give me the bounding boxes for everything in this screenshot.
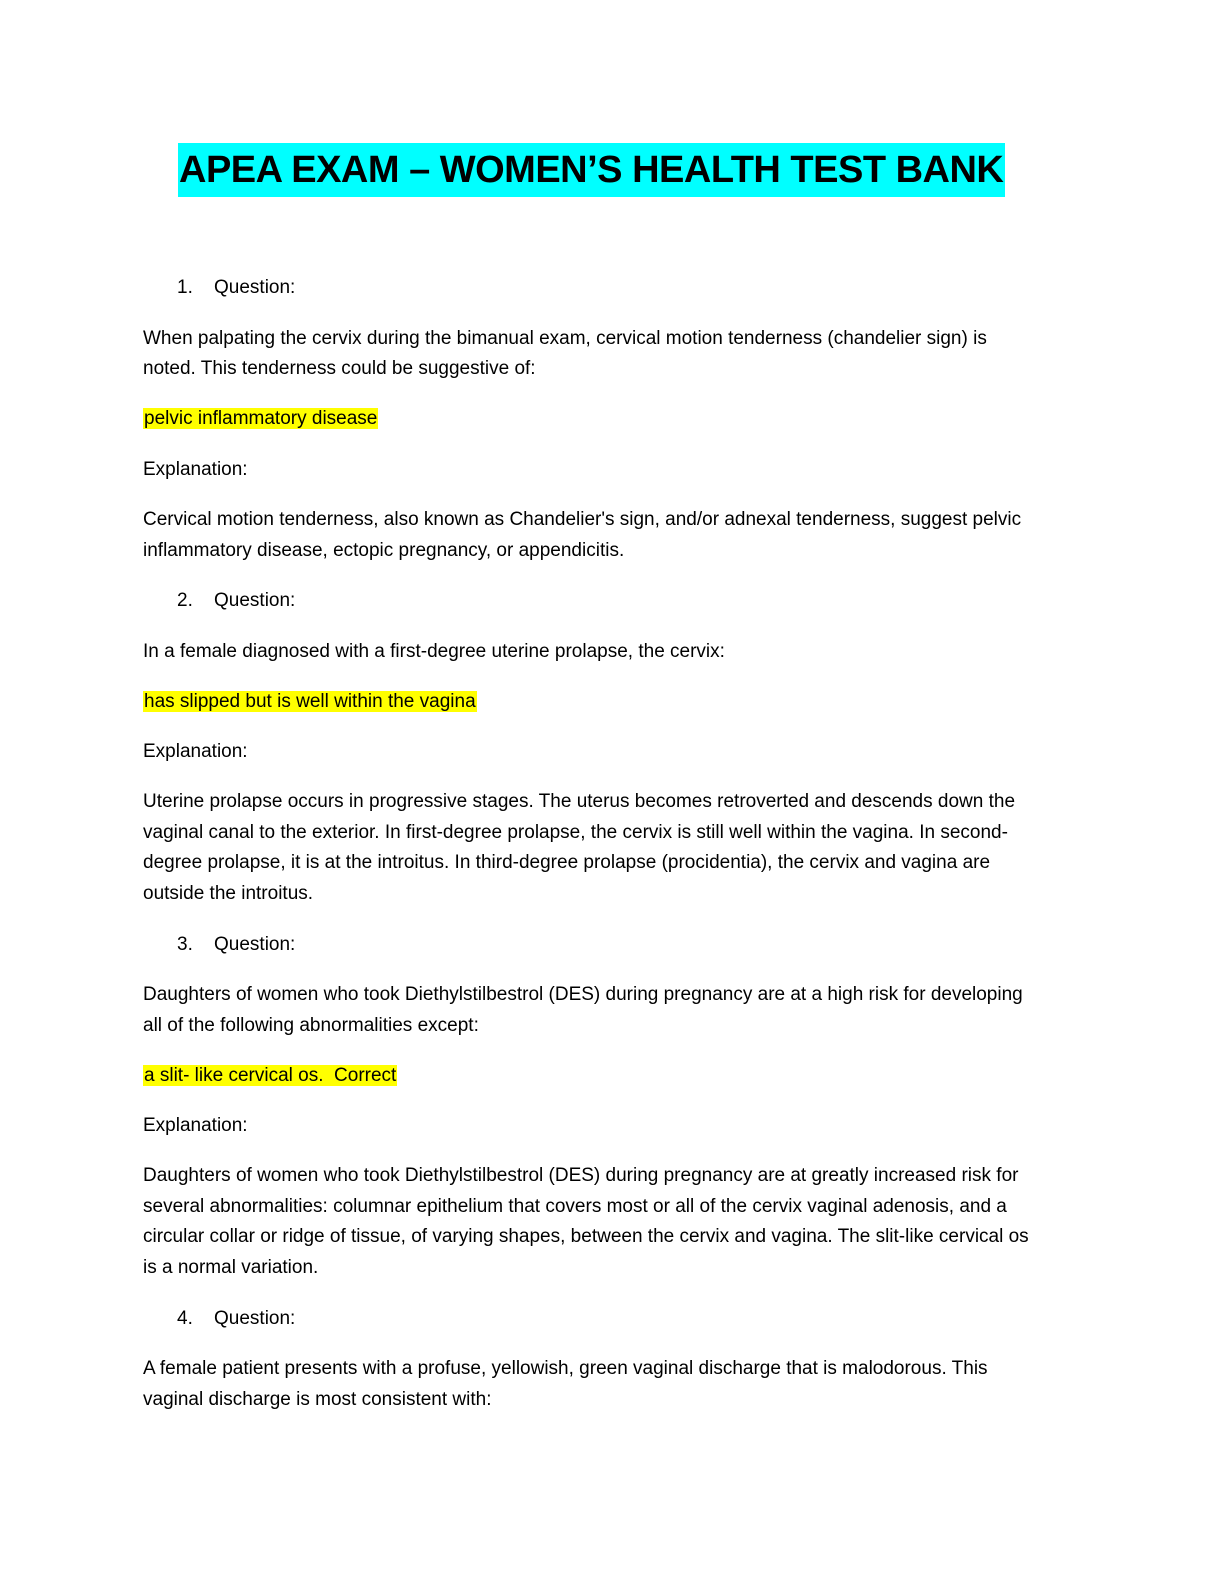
highlighted-answer: pelvic inflammatory disease [143, 408, 379, 429]
question-prompt-line: A female patient presents with a profuse… [143, 1358, 988, 1379]
explanation-label: Explanation: [143, 741, 248, 762]
page-title: APEA EXAM – WOMEN’S HEALTH TEST BANK [178, 143, 1006, 197]
question-prompt-line: Daughters of women who took Diethylstilb… [143, 984, 1023, 1005]
question-number: 1. [177, 277, 193, 298]
explanation-line: inflammatory disease, ectopic pregnancy,… [143, 540, 625, 561]
explanation-line: Cervical motion tenderness, also known a… [143, 509, 1022, 530]
question-label: Question: [214, 934, 296, 955]
answer-line: has slipped but is well within the vagin… [143, 687, 477, 718]
question-label: Question: [214, 277, 296, 298]
question-prompt-line: In a female diagnosed with a first-degre… [143, 641, 725, 662]
highlighted-answer: a slit- like cervical os. Correct [143, 1065, 398, 1086]
question-prompt-line: noted. This tenderness could be suggesti… [143, 358, 536, 379]
explanation-label: Explanation: [143, 1115, 248, 1136]
explanation-line: Uterine prolapse occurs in progressive s… [143, 791, 1016, 812]
explanation-line: circular collar or ridge of tissue, of v… [143, 1226, 1029, 1247]
highlighted-answer: has slipped but is well within the vagin… [143, 691, 477, 712]
question-number: 3. [177, 934, 193, 955]
explanation-line: outside the introitus. [143, 883, 314, 904]
answer-line: pelvic inflammatory disease [143, 404, 379, 435]
question-label: Question: [214, 590, 296, 611]
question-number: 4. [177, 1308, 193, 1329]
question-prompt-line: all of the following abnormalities excep… [143, 1015, 479, 1036]
explanation-label: Explanation: [143, 459, 248, 480]
question-prompt-line: vaginal discharge is most consistent wit… [143, 1389, 492, 1410]
explanation-line: several abnormalities: columnar epitheli… [143, 1196, 1007, 1217]
explanation-line: degree prolapse, it is at the introitus.… [143, 852, 991, 873]
question-number: 2. [177, 590, 193, 611]
question-prompt-line: When palpating the cervix during the bim… [143, 328, 987, 349]
question-label: Question: [214, 1308, 296, 1329]
explanation-line: vaginal canal to the exterior. In first-… [143, 822, 1008, 843]
answer-line: a slit- like cervical os. Correct [143, 1061, 398, 1092]
explanation-line: Daughters of women who took Diethylstilb… [143, 1165, 1019, 1186]
explanation-line: is a normal variation. [143, 1257, 319, 1278]
